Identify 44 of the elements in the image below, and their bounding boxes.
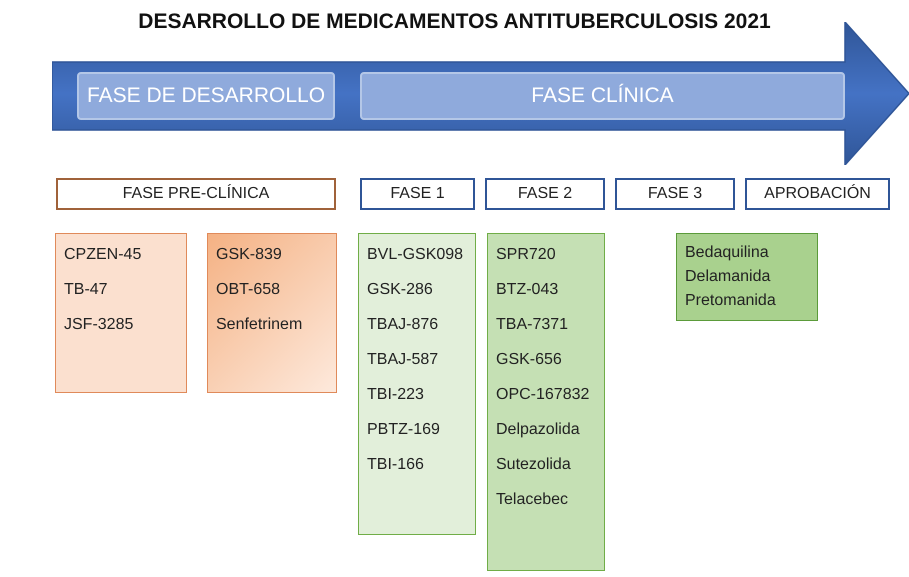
phase-label: FASE 3 [648, 185, 702, 203]
drug-name: GSK-286 [367, 281, 434, 299]
drug-name: Delpazolida [496, 421, 581, 439]
drug-name: TBI-166 [367, 456, 425, 474]
drug-name: Delamanida [685, 268, 772, 286]
drug-name: Senfetrinem [216, 316, 304, 334]
drug-name: GSK-839 [216, 246, 283, 264]
phase-label: FASE CLÍNICA [531, 84, 674, 108]
phase-label: APROBACIÓN [764, 185, 871, 203]
stage-box [77, 72, 335, 120]
phase-label: FASE 1 [390, 185, 445, 203]
drug-name: JSF-3285 [64, 316, 134, 334]
drug-list-box [55, 233, 187, 393]
phase-header [485, 178, 605, 210]
drug-name: BVL-GSK098 [367, 246, 464, 264]
drug-name: TBAJ-587 [367, 351, 440, 369]
stage-box [360, 72, 845, 120]
drug-name: Telacebec [496, 491, 570, 509]
phase-header [56, 178, 336, 210]
drug-name: CPZEN-45 [64, 246, 142, 264]
phase-label: FASE PRE-CLÍNICA [122, 185, 270, 203]
drug-list-box [207, 233, 337, 393]
drug-name: OBT-658 [216, 281, 282, 299]
drug-name: GSK-656 [496, 351, 563, 369]
drug-list-box [487, 233, 605, 571]
drug-name: TBI-223 [367, 386, 425, 404]
drug-name: TBA-7371 [496, 316, 570, 334]
phase-label: FASE 2 [518, 185, 572, 203]
phase-header [615, 178, 735, 210]
phase-label: FASE DE DESARROLLO [86, 84, 326, 108]
drug-name: OPC-167832 [496, 386, 590, 404]
diagram-title: DESARROLLO DE MEDICAMENTOS ANTITUBERCULOSIS 2021 [137, 10, 772, 34]
drug-name: TBAJ-876 [367, 316, 440, 334]
drug-name: BTZ-043 [496, 281, 560, 299]
phase-header [360, 178, 475, 210]
drug-list-box [358, 233, 476, 535]
phase-header [745, 178, 890, 210]
drug-list-box [676, 233, 818, 321]
drug-name: SPR720 [496, 246, 557, 264]
drug-name: PBTZ-169 [367, 421, 441, 439]
drug-name: Pretomanida [685, 292, 777, 310]
drug-name: TB-47 [64, 281, 109, 299]
drug-name: Sutezolida [496, 456, 572, 474]
drug-name: Bedaquilina [685, 244, 770, 262]
